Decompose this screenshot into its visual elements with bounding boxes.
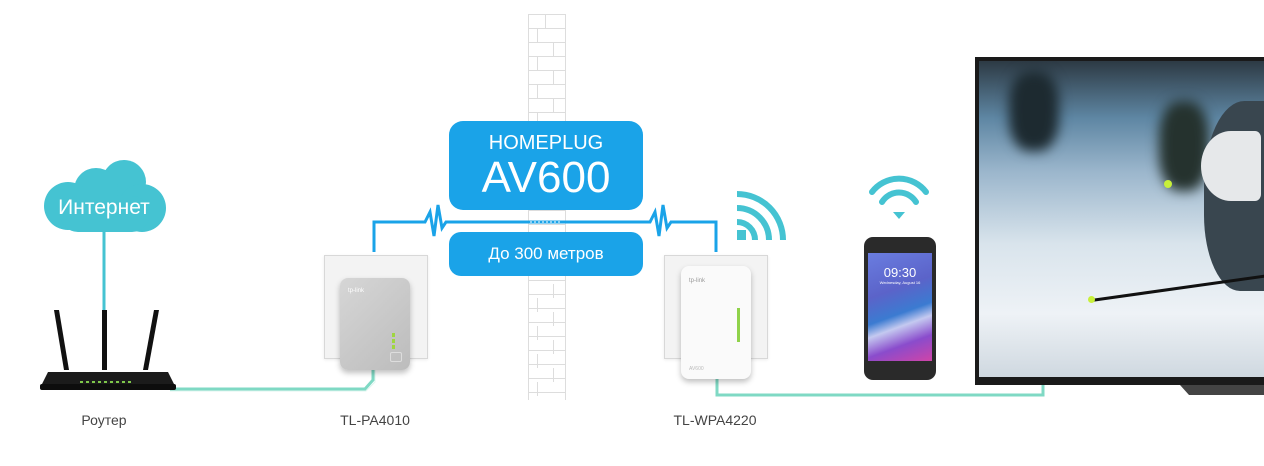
led: [392, 333, 395, 337]
router-label: Роутер: [81, 412, 127, 428]
smartphone: 09:30 Wednesday, August 16: [864, 237, 936, 380]
adapter2-model: TL-WPA4220: [673, 412, 757, 428]
ethernet-cable-1: [170, 368, 375, 391]
adapter1-model: TL-PA4010: [340, 412, 410, 428]
led-strip: [737, 308, 740, 342]
router-icon: [40, 310, 176, 390]
phone-time: 09:30: [883, 265, 917, 280]
adapter-tl-pa4010: tp-link: [340, 278, 410, 370]
pair-button: [390, 352, 402, 362]
banner-line2: AV600: [481, 153, 611, 202]
tv-stand: [1180, 385, 1264, 395]
adapter2-brand: tp-link: [689, 278, 706, 284]
wifi-signal-icon: [736, 191, 786, 241]
phone-date: Wednesday, August 16: [879, 280, 921, 285]
adapter1-brand: tp-link: [348, 288, 365, 294]
banner-line1: HOMEPLUG: [488, 132, 604, 154]
range-badge: До 300 метров: [449, 232, 643, 276]
led: [392, 339, 395, 343]
homeplug-banner: HOMEPLUG AV600: [449, 121, 643, 210]
cloud-icon: [44, 160, 166, 232]
led: [392, 345, 395, 349]
cloud-label: Интернет: [58, 196, 150, 219]
adapter-tl-wpa4220: tp-link AV600: [681, 266, 751, 379]
router: [38, 310, 178, 390]
television: [975, 57, 1264, 385]
phone-screen: 09:30 Wednesday, August 16: [868, 253, 932, 361]
ethernet-cable-2: [715, 378, 1045, 397]
adapter2-sub: AV600: [689, 366, 704, 372]
wifi-icon: [869, 175, 929, 205]
tv-screen: [979, 61, 1264, 377]
internet-cloud: Интернет: [40, 160, 168, 238]
